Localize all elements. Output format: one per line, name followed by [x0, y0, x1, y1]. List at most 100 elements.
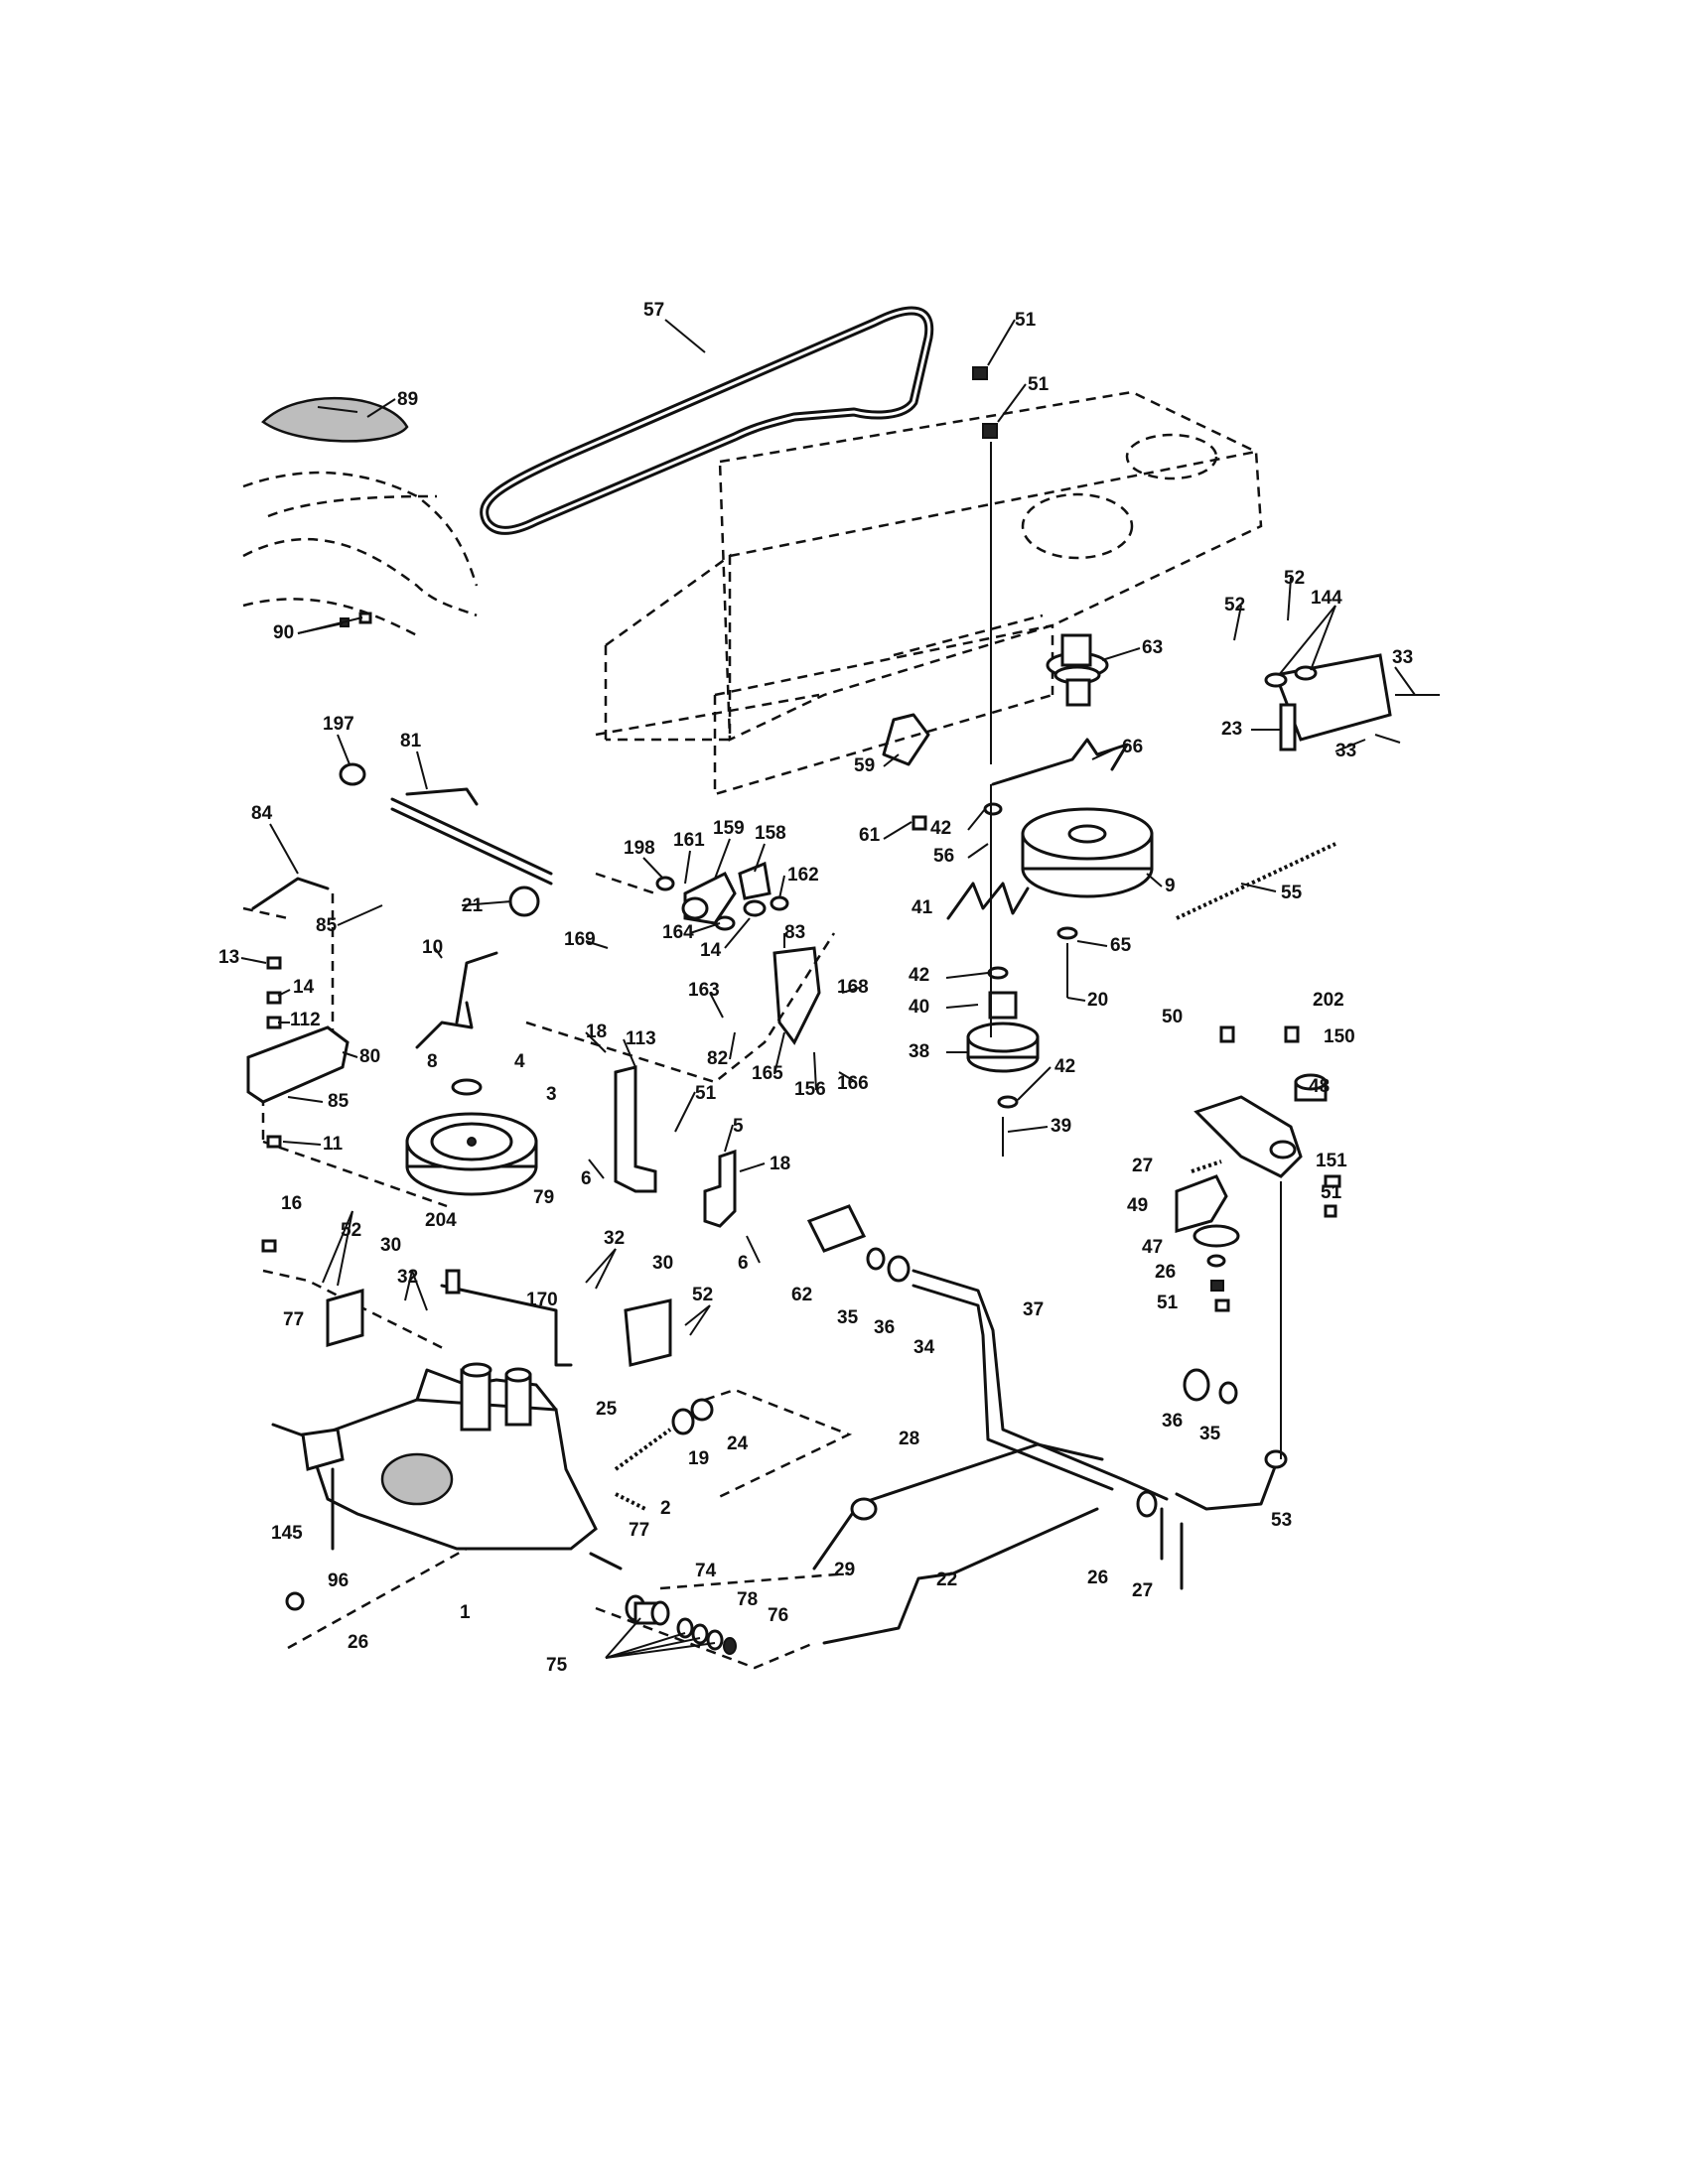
callout: 38 [909, 1041, 929, 1062]
leaders-dashed-mid [242, 872, 836, 1352]
callout: 3 [546, 1084, 557, 1105]
callout: 165 [752, 1063, 783, 1084]
callout: 1 [460, 1602, 471, 1623]
callout: 4 [514, 1051, 525, 1072]
callout: 16 [281, 1193, 302, 1214]
bracket-144 [1264, 653, 1440, 751]
callout: 47 [1142, 1237, 1163, 1258]
callout: 6 [738, 1253, 749, 1274]
washers-bolts-center [983, 784, 1078, 1157]
callout: 42 [909, 965, 929, 986]
callout: 51 [1015, 310, 1037, 331]
callout: 28 [899, 1429, 919, 1449]
callout: 51 [1321, 1182, 1342, 1203]
callout: 49 [1127, 1195, 1148, 1216]
pin-96 [285, 1591, 305, 1611]
rod-84 [251, 877, 330, 910]
washers-36-35-right [1183, 1368, 1238, 1405]
callout: 156 [794, 1079, 826, 1100]
callout: 150 [1324, 1026, 1355, 1047]
callout: 82 [707, 1048, 728, 1069]
shaft-81 [339, 762, 553, 886]
callout: 34 [913, 1337, 935, 1358]
callout: 14 [293, 977, 315, 998]
callout: 24 [727, 1433, 749, 1454]
callout: 22 [936, 1570, 957, 1590]
transaxle-1 [271, 1362, 623, 1570]
callout: 19 [688, 1448, 709, 1469]
callout: 55 [1281, 883, 1303, 903]
sleeve-62 [806, 1204, 911, 1283]
callout: 145 [271, 1523, 303, 1544]
bushings-74-78 [287, 1547, 850, 1670]
fender-dashed [242, 471, 479, 637]
bracket-plate-48 [1193, 1073, 1328, 1459]
rod-28 [812, 1442, 1104, 1570]
bracket-59 [882, 713, 930, 766]
callout: 52 [1224, 595, 1245, 615]
callout: 13 [218, 947, 239, 968]
rod-170 [440, 1284, 573, 1367]
rod-34-37-outline [912, 1284, 1114, 1491]
chassis-frame-dashed [595, 390, 1263, 796]
callout: 144 [1311, 588, 1342, 609]
callout: 26 [1087, 1568, 1108, 1588]
callout: 63 [1142, 637, 1163, 658]
callout: 33 [1392, 647, 1413, 668]
callout: 48 [1309, 1076, 1330, 1097]
callout: 5 [733, 1116, 744, 1137]
shift-lever-8 [415, 886, 540, 1049]
callout: 78 [737, 1589, 758, 1610]
callout: 36 [1162, 1411, 1183, 1432]
callout: 32 [604, 1228, 625, 1249]
callout: 39 [1051, 1116, 1071, 1137]
rod-34-37 [912, 1269, 1169, 1501]
callout: 36 [874, 1317, 895, 1338]
callout: 52 [1284, 568, 1305, 589]
callout: 66 [1122, 737, 1143, 757]
callout: 52 [692, 1285, 713, 1305]
callout: 158 [755, 823, 786, 844]
callout: 18 [770, 1154, 790, 1174]
callout: 163 [688, 980, 720, 1001]
callout: 57 [643, 300, 664, 321]
callout: 79 [533, 1187, 554, 1208]
callout: 202 [1313, 990, 1344, 1011]
callout: 77 [283, 1309, 304, 1330]
callout: 170 [526, 1290, 558, 1310]
callout: 6 [581, 1168, 592, 1189]
callout: 27 [1132, 1580, 1153, 1601]
callout: 27 [1132, 1156, 1153, 1176]
spindle-63 [1046, 633, 1109, 707]
rod-66 [991, 738, 1129, 786]
callout: 8 [427, 1051, 438, 1072]
callout: 25 [596, 1399, 618, 1420]
callout: 76 [768, 1605, 788, 1626]
callout: 161 [673, 830, 705, 851]
callout: 85 [316, 915, 338, 936]
callout: 65 [1110, 935, 1132, 956]
callout: 30 [380, 1235, 401, 1256]
callout: 204 [425, 1210, 457, 1231]
callout: 74 [695, 1561, 717, 1581]
callout: 166 [837, 1073, 869, 1094]
callout: 169 [564, 929, 596, 950]
spring-55 [1176, 842, 1336, 920]
callout: 112 [290, 1010, 321, 1030]
callout: 51 [1028, 374, 1050, 395]
link-53 [1175, 1462, 1278, 1511]
bracket-80 [246, 1025, 350, 1104]
callout: 81 [400, 731, 422, 751]
rod-22 [822, 1507, 1099, 1645]
callout: 37 [1023, 1299, 1044, 1320]
callout: 53 [1271, 1510, 1292, 1531]
callout: 21 [462, 895, 484, 916]
group-leaders [322, 1210, 716, 1659]
bracket-49-pulley-47 [1175, 1174, 1240, 1292]
drive-belt-57 [480, 306, 934, 535]
callout: 23 [1221, 719, 1242, 740]
callout: 35 [1199, 1424, 1221, 1444]
callout: 164 [662, 922, 694, 943]
callout: 151 [1316, 1151, 1347, 1171]
